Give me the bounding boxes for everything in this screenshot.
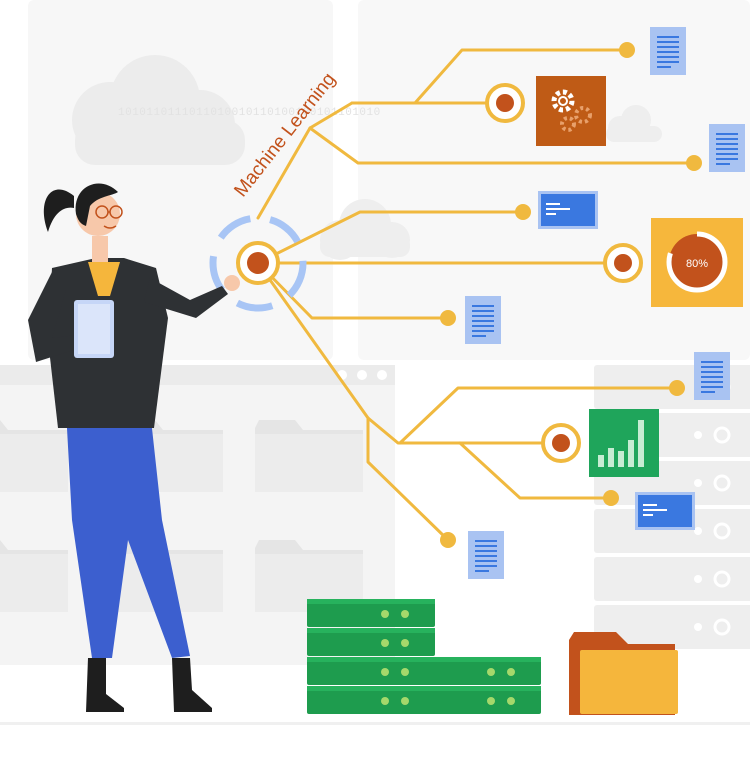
branch-network bbox=[256, 48, 696, 542]
document-icon bbox=[465, 296, 501, 344]
gear-icon bbox=[551, 89, 575, 113]
cloud-icon bbox=[606, 105, 662, 142]
ground-line bbox=[0, 722, 750, 725]
gear-icon bbox=[560, 106, 592, 132]
chart-tile bbox=[589, 409, 659, 477]
binary-text: 1010110111011010010110100100101101010 bbox=[118, 107, 381, 119]
ring-node bbox=[603, 243, 643, 283]
progress-tile: 80% bbox=[651, 218, 743, 307]
code-window-icon bbox=[635, 492, 695, 530]
document-icon bbox=[650, 27, 686, 75]
document-icon bbox=[468, 531, 504, 579]
bar-chart-icon bbox=[598, 420, 644, 467]
hub-node[interactable] bbox=[209, 214, 307, 312]
code-window-icon bbox=[538, 191, 598, 229]
tablet-icon bbox=[74, 300, 114, 358]
cloud-icon bbox=[72, 55, 245, 165]
ring-node bbox=[541, 423, 581, 463]
cloud-icon bbox=[320, 199, 410, 260]
progress-text: 80% bbox=[686, 258, 708, 270]
gear-tile bbox=[536, 76, 606, 146]
document-icon bbox=[694, 352, 730, 400]
presenter-figure bbox=[28, 183, 240, 712]
branch-endpoints bbox=[440, 42, 702, 548]
progress-ring bbox=[666, 231, 728, 293]
folder-icon bbox=[569, 632, 678, 715]
ring-node bbox=[485, 83, 525, 123]
document-icon bbox=[709, 124, 745, 172]
